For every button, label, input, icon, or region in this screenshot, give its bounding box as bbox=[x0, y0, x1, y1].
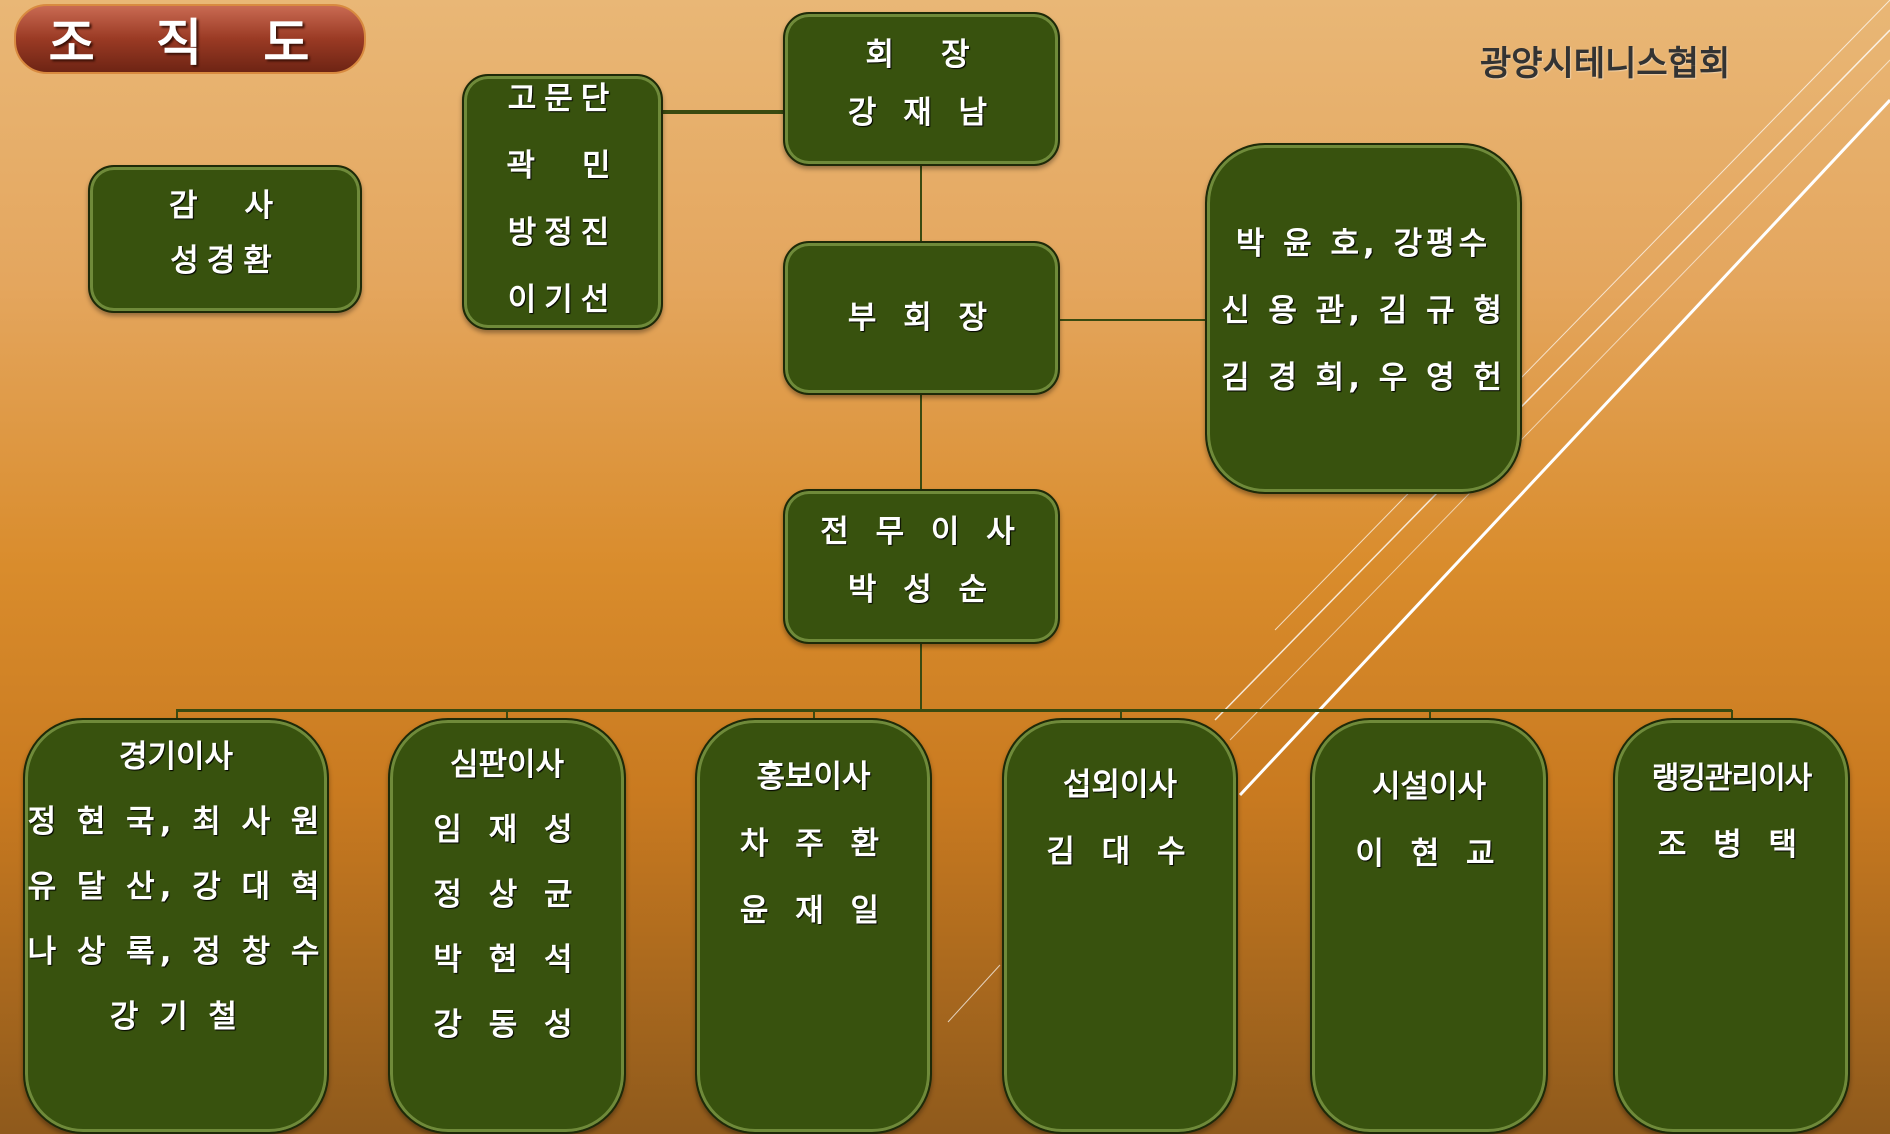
auditor-name: 성경환 bbox=[170, 243, 280, 279]
connector-vp-executive bbox=[920, 395, 922, 490]
president-title: 회 장 bbox=[865, 37, 978, 73]
vp-member-line: 박 윤 호, 강평수 bbox=[1235, 226, 1492, 262]
director-title: 시설이사 bbox=[1371, 769, 1487, 805]
advisor-name: 곽 민 bbox=[506, 148, 619, 184]
director-name: 윤 재 일 bbox=[739, 893, 888, 929]
director-box-referee: 심판이사 임 재 성 정 상 균 박 현 석 강 동 성 bbox=[388, 718, 626, 1134]
connector-drop bbox=[1731, 710, 1733, 720]
executive-director-name: 박 성 순 bbox=[847, 572, 996, 608]
connector-advisors-president bbox=[663, 110, 785, 114]
director-name: 박 현 석 bbox=[433, 942, 581, 978]
auditor-box: 감 사 성경환 bbox=[88, 165, 362, 313]
director-title: 경기이사 bbox=[118, 739, 234, 775]
connector-executive-directors bbox=[920, 644, 922, 710]
director-name: 나 상 록, 정 창 수 bbox=[27, 934, 325, 970]
director-box-publicity: 홍보이사 차 주 환 윤 재 일 bbox=[695, 718, 932, 1134]
president-name: 강 재 남 bbox=[847, 95, 996, 131]
director-name: 이 현 교 bbox=[1355, 836, 1503, 872]
auditor-title: 감 사 bbox=[168, 188, 282, 224]
advisor-name: 이기선 bbox=[507, 282, 618, 318]
director-name: 정 현 국, 최 사 원 bbox=[27, 804, 325, 840]
connector-directors-bus bbox=[176, 709, 1732, 712]
director-name: 유 달 산, 강 대 혁 bbox=[27, 869, 325, 905]
director-name: 강 기 철 bbox=[109, 999, 243, 1035]
connector-drop bbox=[1429, 710, 1431, 720]
director-name: 차 주 환 bbox=[739, 826, 888, 862]
organization-name: 광양시테니스협회 bbox=[1480, 44, 1731, 84]
director-name: 정 상 균 bbox=[433, 877, 581, 913]
director-box-external: 섭외이사 김 대 수 bbox=[1002, 718, 1238, 1134]
director-title: 랭킹관리이사 bbox=[1651, 761, 1813, 796]
vice-president-box: 부 회 장 bbox=[783, 241, 1060, 395]
advisor-name: 방정진 bbox=[507, 215, 618, 251]
vp-member-line: 김 경 희, 우 영 헌 bbox=[1221, 360, 1506, 396]
page-title: 조 직 도 bbox=[14, 4, 366, 74]
vp-member-line: 신 용 관, 김 규 형 bbox=[1221, 293, 1506, 329]
advisors-title: 고문단 bbox=[507, 81, 618, 117]
director-title: 홍보이사 bbox=[756, 759, 871, 795]
director-title: 심판이사 bbox=[449, 747, 565, 783]
director-name: 김 대 수 bbox=[1046, 834, 1194, 870]
vice-president-title: 부 회 장 bbox=[847, 299, 996, 336]
connector-drop bbox=[813, 710, 815, 720]
director-name: 강 동 성 bbox=[433, 1007, 581, 1043]
executive-director-box: 전 무 이 사 박 성 순 bbox=[783, 489, 1060, 644]
president-box: 회 장 강 재 남 bbox=[783, 12, 1060, 166]
director-name: 임 재 성 bbox=[433, 812, 581, 848]
connector-drop bbox=[1120, 710, 1122, 720]
connector-vp-members bbox=[1060, 319, 1206, 321]
director-title: 섭외이사 bbox=[1062, 767, 1178, 803]
connector-drop bbox=[506, 710, 508, 720]
executive-director-title: 전 무 이 사 bbox=[820, 514, 1023, 550]
director-box-competition: 경기이사 정 현 국, 최 사 원 유 달 산, 강 대 혁 나 상 록, 정 … bbox=[23, 718, 329, 1134]
advisors-box: 고문단 곽 민 방정진 이기선 bbox=[462, 74, 663, 330]
director-box-ranking: 랭킹관리이사 조 병 택 bbox=[1613, 718, 1850, 1134]
vice-president-members-box: 박 윤 호, 강평수 신 용 관, 김 규 형 김 경 희, 우 영 헌 bbox=[1205, 143, 1522, 494]
connector-president-vp bbox=[920, 166, 922, 242]
director-name: 조 병 택 bbox=[1657, 827, 1806, 863]
connector-drop bbox=[176, 710, 178, 720]
director-box-facilities: 시설이사 이 현 교 bbox=[1310, 718, 1548, 1134]
